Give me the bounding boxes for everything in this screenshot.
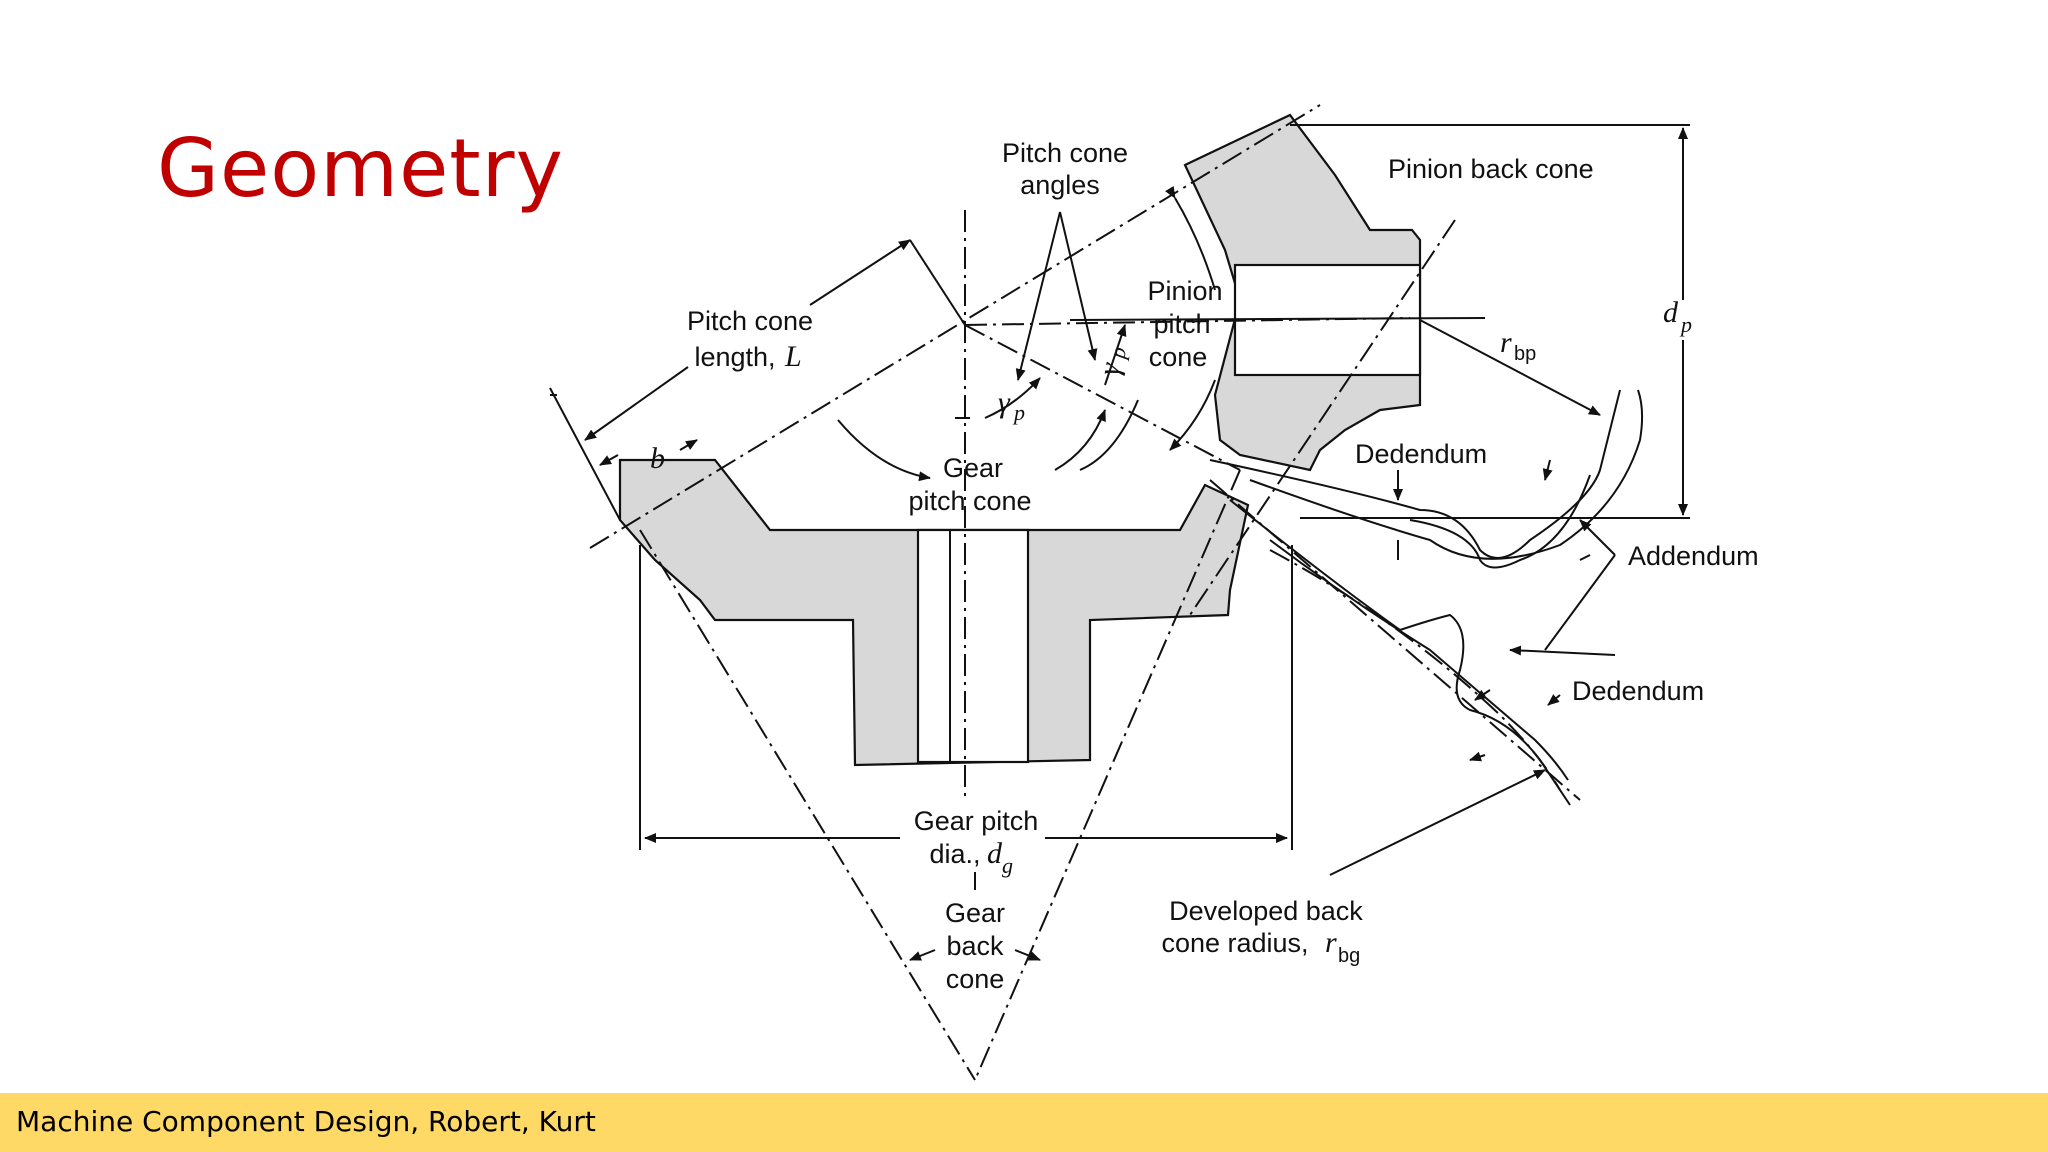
diagram-labels: Pitch cone angles Pinion back cone Pitch… — [650, 138, 1759, 994]
label-rbp-symbol: r — [1500, 326, 1512, 359]
label-pinion-back-cone: Pinion back cone — [1388, 154, 1594, 184]
label-gamma-p-pinion-sub: p — [1104, 345, 1131, 362]
label-gear-pitch-dia-1: Gear pitch — [914, 806, 1039, 836]
label-b-symbol: b — [650, 442, 665, 475]
label-pitch-cone-angles-1: Pitch cone — [1002, 138, 1128, 168]
label-gamma-p-gear-sub: p — [1012, 400, 1025, 425]
label-gamma-p-pinion: γ — [1093, 359, 1128, 378]
slide-title: Geometry — [157, 122, 564, 215]
label-pinion-pitch-cone-1: Pinion — [1147, 276, 1222, 306]
footer-citation: Machine Component Design, Robert, Kurt — [16, 1105, 596, 1138]
label-gear-pitch-cone-1: Gear — [943, 453, 1003, 483]
label-gear-pitch-cone-2: pitch cone — [908, 486, 1031, 516]
label-dedendum-top: Dedendum — [1355, 439, 1487, 469]
bevel-gear-geometry-diagram: Pitch cone angles Pinion back cone Pitch… — [549, 104, 1759, 1081]
label-pitch-cone-length-2: length, — [694, 342, 775, 372]
label-pinion-pitch-cone-2: pitch — [1153, 309, 1210, 339]
label-gear-back-cone-2: back — [946, 931, 1004, 961]
label-gear-back-cone-3: cone — [946, 964, 1005, 994]
label-pitch-cone-length-1: Pitch cone — [687, 306, 813, 336]
label-dedendum-bottom: Dedendum — [1572, 676, 1704, 706]
label-gear-back-cone-1: Gear — [945, 898, 1005, 928]
label-gear-pitch-dia-2: dia., — [929, 839, 980, 869]
label-pinion-pitch-cone-3: cone — [1149, 342, 1208, 372]
label-pitch-cone-angles-2: angles — [1020, 170, 1100, 200]
label-gamma-p-gear: γ — [998, 386, 1011, 419]
tooth-profiles — [1209, 389, 1644, 806]
label-rbg-symbol: r — [1325, 926, 1337, 959]
label-addendum: Addendum — [1628, 541, 1759, 571]
label-dp-symbol: d — [1663, 296, 1679, 329]
label-dg-symbol: d — [987, 837, 1003, 870]
label-dp-subscript: p — [1679, 312, 1692, 337]
footer-bar: Machine Component Design, Robert, Kurt — [0, 1093, 2048, 1152]
pitch-cone-angle-marks — [837, 185, 1216, 482]
gear-body — [618, 458, 1250, 767]
label-dg-subscript: g — [1002, 853, 1013, 878]
label-L-symbol: L — [784, 340, 802, 373]
label-developed-back-cone-2: cone radius, — [1161, 928, 1308, 958]
dimension-lines — [549, 124, 1690, 961]
label-developed-back-cone-1: Developed back — [1169, 896, 1363, 926]
label-rbp-subscript: bp — [1514, 343, 1536, 365]
label-rbg-subscript: bg — [1338, 945, 1360, 967]
